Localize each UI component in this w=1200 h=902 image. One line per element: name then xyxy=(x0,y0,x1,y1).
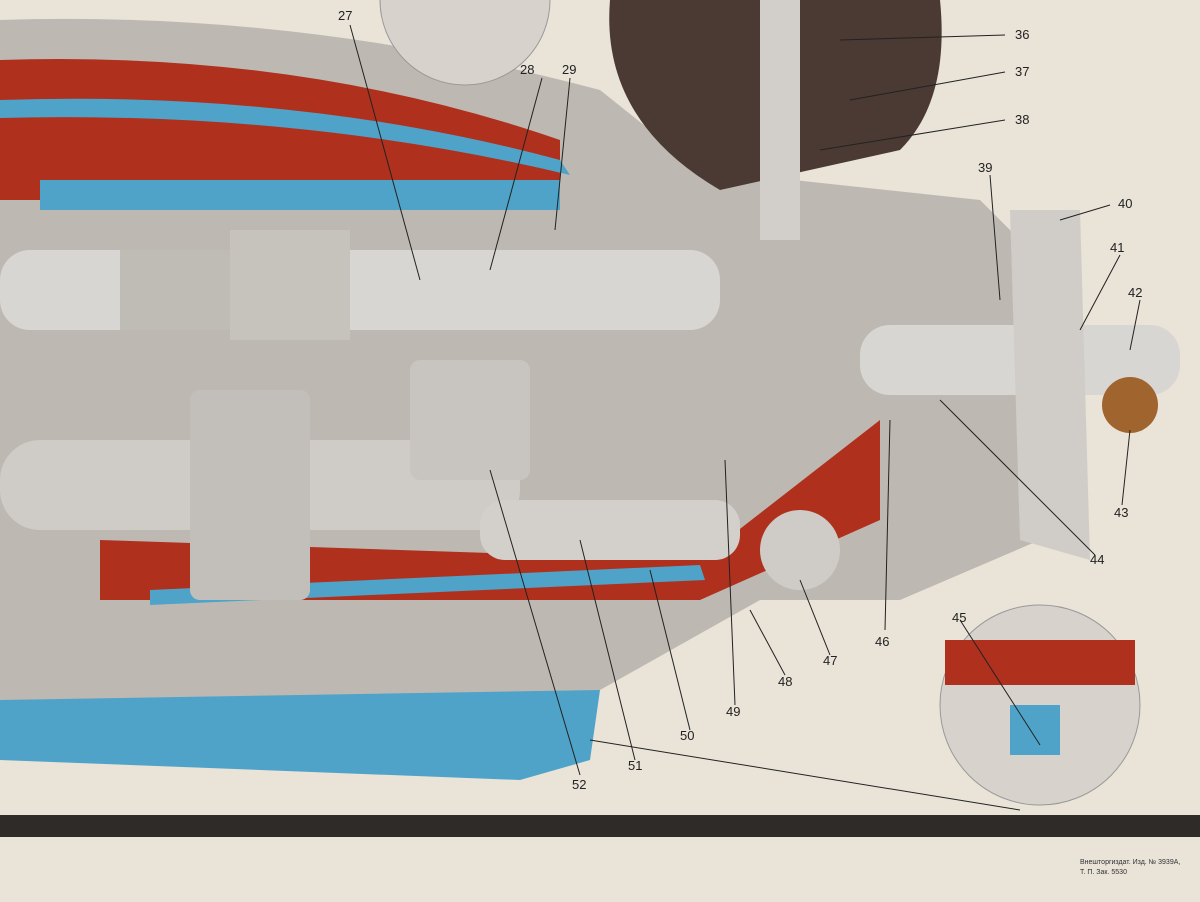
callout-38: 38 xyxy=(1015,112,1030,127)
bottom-border-rule xyxy=(0,815,1200,837)
callout-52: 52 xyxy=(572,777,587,792)
gear xyxy=(120,250,230,330)
callout-37: 37 xyxy=(1015,64,1030,79)
callout-50: 50 xyxy=(680,728,695,743)
blue-wall-top xyxy=(0,98,570,175)
callout-45: 45 xyxy=(952,610,967,625)
gear xyxy=(230,230,350,340)
gear xyxy=(410,360,530,480)
callout-43: 43 xyxy=(1114,505,1129,520)
imprint-line-2: Т. П. Зак. 5530 xyxy=(1080,869,1127,876)
housing-red-interior-top xyxy=(0,59,560,200)
callout-42: 42 xyxy=(1128,285,1143,300)
callout-46: 46 xyxy=(875,634,890,649)
callout-44: 44 xyxy=(1090,552,1105,567)
reverse-shaft xyxy=(480,500,740,560)
callout-36: 36 xyxy=(1015,27,1030,42)
detail-inset-top xyxy=(379,0,551,86)
rear-mount-bracket xyxy=(1010,210,1090,560)
inset-blue-part xyxy=(1010,705,1060,755)
callout-41: 41 xyxy=(1110,240,1125,255)
inset-red-band xyxy=(945,640,1135,685)
oil-pan xyxy=(0,690,600,780)
callout-27: 27 xyxy=(338,8,353,23)
callout-39: 39 xyxy=(978,160,993,175)
leader-lines xyxy=(349,24,1141,811)
output-nut xyxy=(1102,377,1158,433)
callout-28: 28 xyxy=(520,62,535,77)
callout-48: 48 xyxy=(778,674,793,689)
callout-51: 51 xyxy=(628,758,643,773)
main-shaft xyxy=(0,250,720,330)
worm-gear-47 xyxy=(760,510,840,590)
callout-29: 29 xyxy=(562,62,577,77)
callout-47: 47 xyxy=(823,653,838,668)
imprint-line-1: Внешторгиздат. Изд. № 3939А, xyxy=(1080,859,1181,866)
gear xyxy=(190,390,310,600)
synchro-blue xyxy=(40,180,560,210)
shift-lever xyxy=(760,0,800,240)
callout-40: 40 xyxy=(1118,196,1133,211)
publisher-imprint: Внешторгиздат. Изд. № 3939А, Т. П. Зак. … xyxy=(1080,858,1180,878)
callout-49: 49 xyxy=(726,704,741,719)
